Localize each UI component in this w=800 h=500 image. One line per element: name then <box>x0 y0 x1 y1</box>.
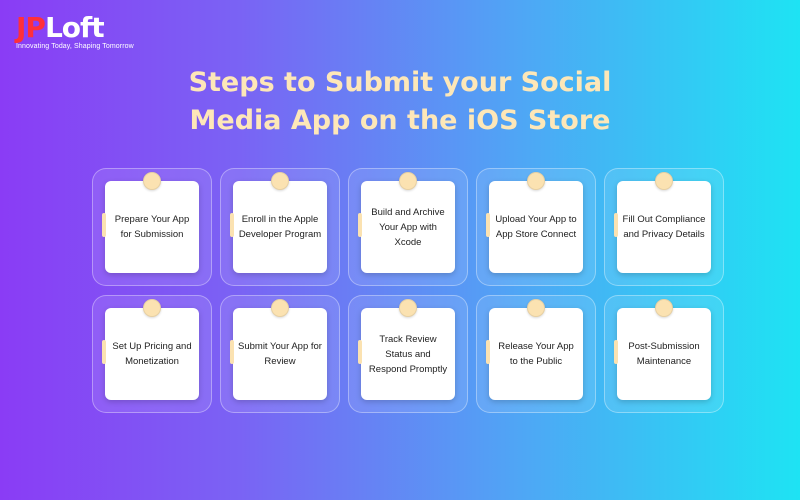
steps-grid: Prepare Your App for Submission Enroll in… <box>92 168 724 413</box>
pin-icon <box>655 172 673 190</box>
step-label: Upload Your App to App Store Connect <box>495 214 577 240</box>
page-title: Steps to Submit your Social Media App on… <box>0 64 800 140</box>
step-label: Release Your App to the Public <box>498 341 574 367</box>
step-label: Set Up Pricing and Monetization <box>112 341 192 367</box>
card-side-tab <box>102 340 106 364</box>
card-side-tab <box>614 213 618 237</box>
pin-icon <box>655 299 673 317</box>
logo[interactable]: JPLoft Innovating Today, Shaping Tomorro… <box>16 14 134 51</box>
step-label: Build and Archive Your App with Xcode <box>371 206 445 248</box>
step-cell-7: Submit Your App for Review <box>220 295 340 413</box>
step-label: Fill Out Compliance and Privacy Details <box>622 214 706 240</box>
pin-icon <box>399 299 417 317</box>
step-card-3: Build and Archive Your App with Xcode <box>361 181 455 273</box>
step-label: Post-Submission Maintenance <box>628 341 700 367</box>
logo-tagline: Innovating Today, Shaping Tomorrow <box>16 43 134 50</box>
card-side-tab <box>230 340 234 364</box>
pin-icon <box>399 172 417 190</box>
pin-icon <box>271 299 289 317</box>
card-side-tab <box>614 340 618 364</box>
step-cell-8: Track Review Status and Respond Promptly <box>348 295 468 413</box>
step-label: Track Review Status and Respond Promptly <box>368 333 448 375</box>
pin-icon <box>271 172 289 190</box>
card-side-tab <box>486 213 490 237</box>
step-card-7: Submit Your App for Review <box>233 308 327 400</box>
step-cell-9: Release Your App to the Public <box>476 295 596 413</box>
logo-wordmark: JPLoft <box>16 14 134 42</box>
step-card-4: Upload Your App to App Store Connect <box>489 181 583 273</box>
pin-icon <box>527 299 545 317</box>
step-cell-1: Prepare Your App for Submission <box>92 168 212 286</box>
step-label: Enroll in the Apple Developer Program <box>238 214 322 240</box>
step-cell-2: Enroll in the Apple Developer Program <box>220 168 340 286</box>
step-cell-5: Fill Out Compliance and Privacy Details <box>604 168 724 286</box>
logo-jp: JP <box>16 11 46 44</box>
step-label: Submit Your App for Review <box>238 341 322 367</box>
step-card-6: Set Up Pricing and Monetization <box>105 308 199 400</box>
pin-icon <box>527 172 545 190</box>
step-cell-3: Build and Archive Your App with Xcode <box>348 168 468 286</box>
step-card-1: Prepare Your App for Submission <box>105 181 199 273</box>
step-label: Prepare Your App for Submission <box>114 214 190 240</box>
step-card-10: Post-Submission Maintenance <box>617 308 711 400</box>
logo-loft: Loft <box>44 11 105 44</box>
pin-icon <box>143 299 161 317</box>
title-line-2: Media App on the iOS Store <box>189 105 611 136</box>
step-cell-10: Post-Submission Maintenance <box>604 295 724 413</box>
step-cell-6: Set Up Pricing and Monetization <box>92 295 212 413</box>
step-cell-4: Upload Your App to App Store Connect <box>476 168 596 286</box>
card-side-tab <box>102 213 106 237</box>
card-side-tab <box>486 340 490 364</box>
card-side-tab <box>358 340 362 364</box>
step-card-2: Enroll in the Apple Developer Program <box>233 181 327 273</box>
title-line-1: Steps to Submit your Social <box>188 67 612 98</box>
pin-icon <box>143 172 161 190</box>
step-card-5: Fill Out Compliance and Privacy Details <box>617 181 711 273</box>
step-card-8: Track Review Status and Respond Promptly <box>361 308 455 400</box>
card-side-tab <box>358 213 362 237</box>
step-card-9: Release Your App to the Public <box>489 308 583 400</box>
card-side-tab <box>230 213 234 237</box>
